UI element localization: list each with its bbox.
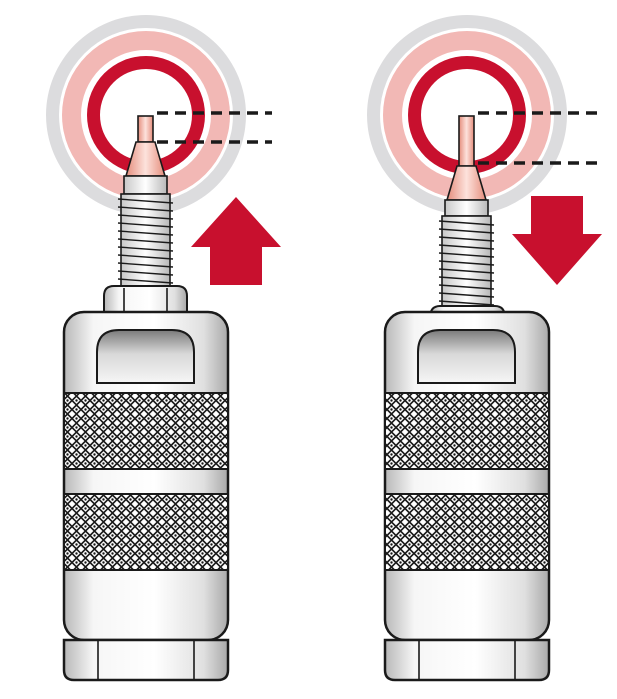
left-hex-nut: [103, 285, 188, 313]
right-knurl-band-lower: [384, 493, 550, 571]
left-base: [62, 638, 230, 682]
right-panel: [367, 15, 603, 682]
right-base: [383, 638, 551, 682]
right-threaded-stem: [438, 215, 495, 309]
down-arrow-icon: [512, 196, 602, 285]
left-knurl-band-upper: [63, 392, 229, 470]
right-reference-lines: [478, 111, 603, 165]
left-pin: [123, 115, 168, 195]
right-window: [417, 329, 516, 384]
right-knurl-band-upper: [384, 392, 550, 470]
left-window: [96, 329, 195, 384]
left-target-rings: [46, 15, 246, 215]
left-body: [62, 310, 230, 682]
right-target-rings: [367, 15, 567, 215]
left-reference-lines: [157, 111, 272, 144]
left-panel: [46, 15, 281, 682]
right-body: [383, 310, 551, 682]
up-arrow-icon: [191, 197, 281, 285]
right-pin: [444, 115, 489, 217]
left-knurl-band-lower: [63, 493, 229, 571]
left-threaded-stem: [117, 193, 174, 287]
